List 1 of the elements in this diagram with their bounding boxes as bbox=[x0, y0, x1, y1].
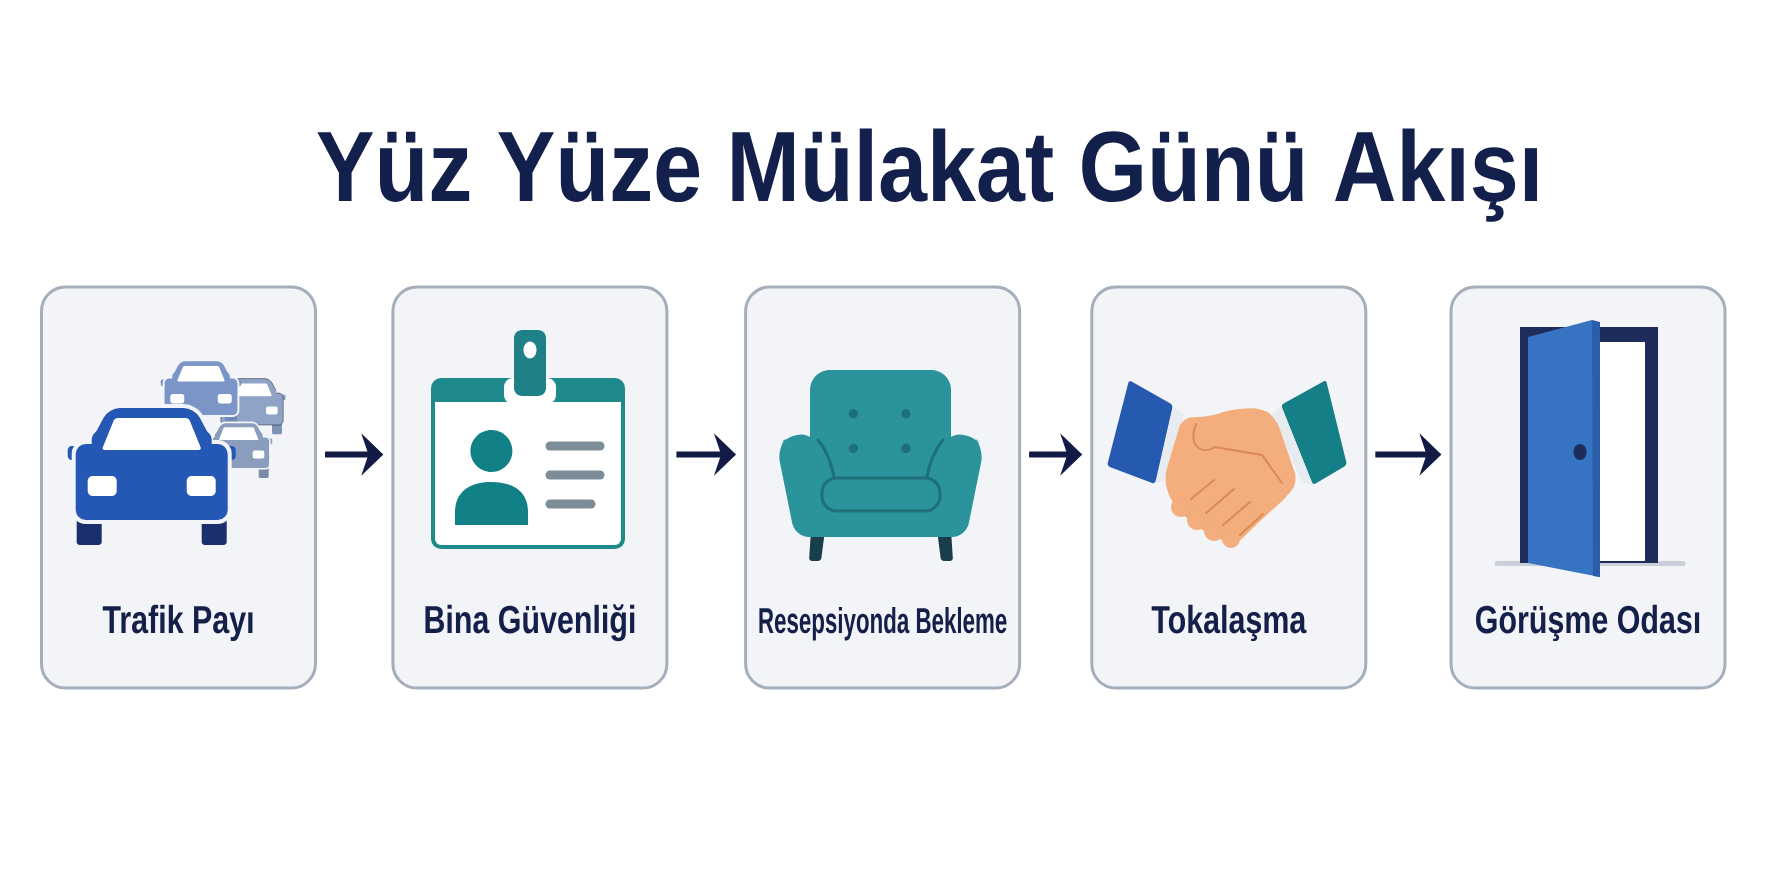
title: Yüz Yüze Mülakat Günü Akışı bbox=[317, 128, 1537, 222]
